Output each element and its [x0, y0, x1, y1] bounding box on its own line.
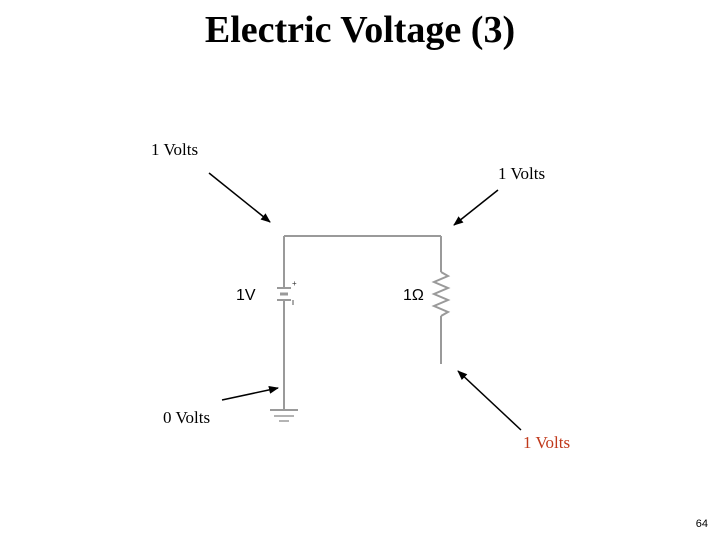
voltage-label-bottom-right: 1 Volts — [523, 433, 571, 452]
arrow-top-left — [208, 172, 271, 223]
voltage-label-bottom-left: 0 Volts — [163, 408, 211, 427]
battery-plus-sign: + — [292, 279, 297, 288]
circuit-wires — [283, 235, 442, 410]
battery-label: 1V — [236, 287, 256, 304]
arrow-top-right — [453, 189, 499, 226]
voltage-label-top-right: 1 Volts — [498, 164, 546, 183]
resistor-symbol — [431, 271, 451, 317]
slide-title: Electric Voltage (3) — [204, 9, 516, 51]
battery-symbol — [277, 287, 291, 301]
voltage-label-top-left: 1 Volts — [151, 140, 199, 159]
ground-symbol — [270, 409, 298, 422]
arrow-bottom-right — [457, 370, 522, 431]
page-number: 64 — [695, 518, 708, 530]
arrow-bottom-left — [221, 385, 279, 401]
resistor-label: 1Ω — [403, 287, 424, 304]
